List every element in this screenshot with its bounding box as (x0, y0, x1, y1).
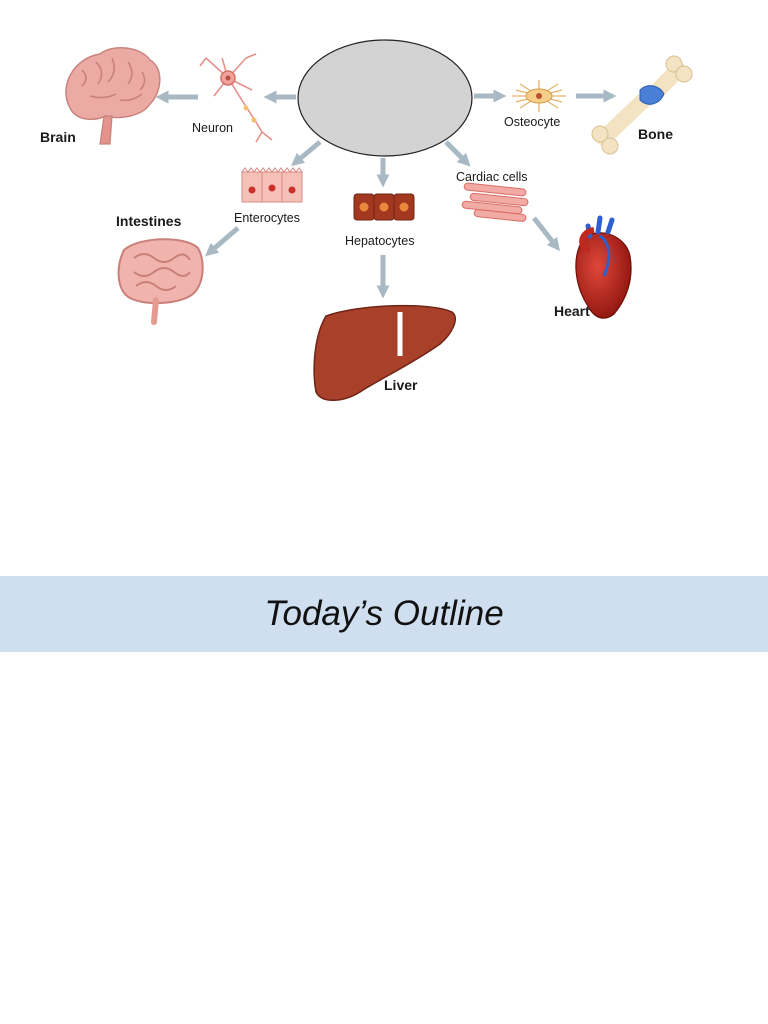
label-neuron: Neuron (192, 121, 233, 135)
arrow-to-enterocytes (291, 140, 322, 167)
label-heart: Heart (554, 303, 590, 319)
intestines-icon (117, 238, 204, 325)
label-liver: Liver (384, 377, 418, 393)
label-cardiac-cells: Cardiac cells (456, 170, 528, 184)
label-bone: Bone (638, 126, 673, 142)
outline-banner: Today’s Outline (0, 576, 768, 652)
cell-differentiation-diagram: Brain Neuron Osteocyte Bone Enterocytes … (40, 39, 693, 401)
arrow-to-heart (532, 216, 561, 252)
liver-icon (313, 304, 456, 401)
hepatocytes-icon (353, 193, 415, 221)
center-cell (297, 39, 473, 157)
arrow-to-cardiac (444, 140, 471, 167)
brain-icon (65, 47, 161, 145)
arrows (155, 89, 617, 299)
label-brain: Brain (40, 129, 76, 145)
label-hepatocytes: Hepatocytes (345, 234, 414, 248)
heart-icon (575, 215, 632, 319)
arrow-to-intestines (205, 226, 240, 257)
neuron-icon (199, 53, 273, 143)
osteocyte-icon (512, 80, 566, 112)
enterocytes-icon (241, 167, 303, 203)
outline-title: Today’s Outline (264, 594, 504, 633)
cardiac-cells-icon (461, 182, 529, 222)
label-enterocytes: Enterocytes (234, 211, 300, 225)
bone-icon (591, 55, 693, 155)
label-intestines: Intestines (116, 213, 182, 229)
label-osteocyte: Osteocyte (504, 115, 560, 129)
